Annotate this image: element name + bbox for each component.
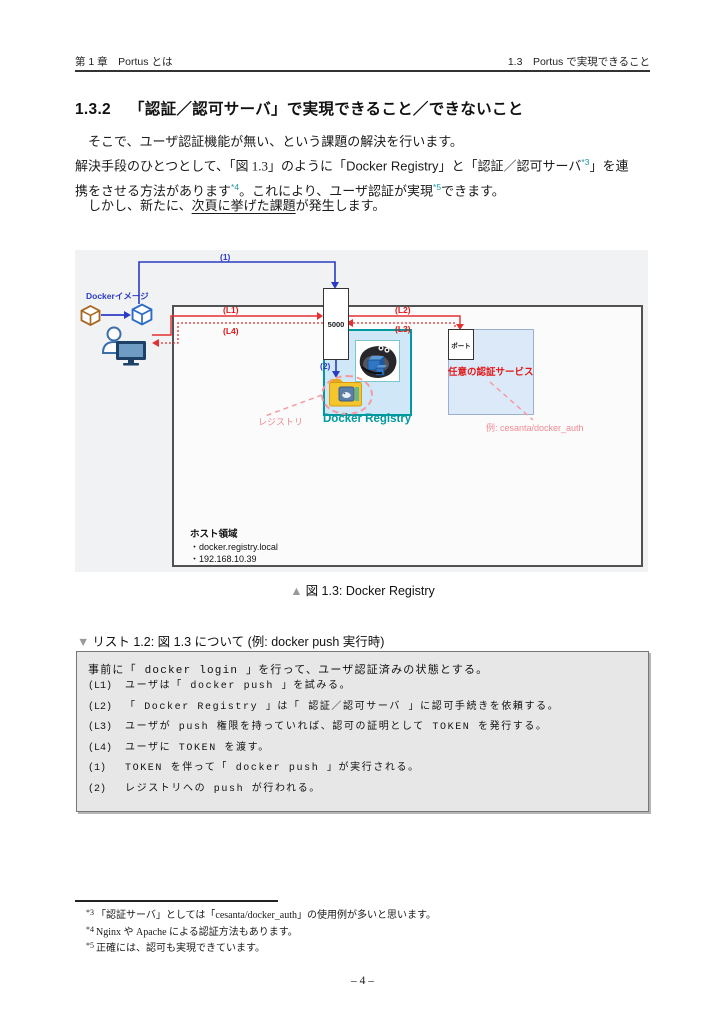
header-chapter: 第 1 章 Portus とは (75, 56, 173, 68)
listing-item: (L1) ユーザは「 docker push 」を試みる。 (88, 681, 352, 692)
paragraph-2-line-1: 解決手段のひとつとして、「図 1.3」のように「Docker Registry」… (75, 157, 629, 174)
host-line-2: ・192.168.10.39 (190, 554, 257, 564)
label-step-2: (2) (320, 361, 331, 371)
footnote-5-marker: *5 (86, 941, 94, 950)
listing-item: (L4) ユーザに TOKEN を渡す。 (88, 742, 270, 754)
footnote-ref-3: *3 (581, 157, 590, 167)
running-header: 第 1 章 Portus とは 1.3 Portus で実現できること (75, 54, 650, 69)
label-auth-example: 例: cesanta/docker_auth (486, 423, 584, 433)
listing-caption-triangle-icon: ▼ (77, 635, 90, 649)
footnote-rule (75, 900, 278, 902)
figure-caption-triangle-icon: ▲ (290, 584, 303, 598)
label-l2: (L2) (395, 305, 411, 315)
section-title: 「認証／認可サーバ」で実現できること／できないこと (128, 101, 524, 118)
label-l3: (L3) (395, 324, 411, 334)
host-line-1: ・docker.registry.local (190, 542, 278, 552)
paragraph-2: 解決手段のひとつとして、「図 1.3」のように「Docker Registry」… (75, 152, 653, 202)
listing-item: (L3) ユーザが push 権限を持っていれば、認可の証明として TOKEN … (88, 722, 548, 733)
registry-port-5000-box: 5000 (323, 288, 349, 360)
figure-docker-registry-diagram: 5000 ポート (75, 250, 648, 572)
footnotes: *3「認証サーバ」としては「cesanta/docker_auth」の使用例が多… (86, 906, 646, 956)
docker-image-cube-icon-source (80, 305, 101, 326)
listing-box: 事前に「 docker login 」を行って、ユーザ認証済みの状態とする。 (… (76, 651, 649, 812)
label-docker-registry: Docker Registry (323, 413, 412, 425)
label-l1: (L1) (223, 305, 239, 315)
listing-item: (L2) 「 Docker Registry 」は「 認証／認可サーバ 」に認可… (88, 701, 560, 713)
listing-caption: ▼リスト 1.2: 図 1.3 について (例: docker push 実行時… (77, 635, 385, 649)
header-section: 1.3 Portus で実現できること (507, 56, 650, 68)
paragraph-2-line-2: 携をさせる方法があります*4。これにより、ユーザ認証が実現*5できます。 (75, 181, 505, 199)
figure-caption: ▲図 1.3: Docker Registry (290, 584, 435, 598)
footnote-ref-5: *5 (433, 181, 442, 192)
underlined-phrase: 次頁に挙げた課題 (191, 198, 296, 213)
page-number: – 4 – (351, 975, 374, 987)
auth-port-box: ポート (448, 329, 474, 360)
label-docker-image: Dockerイメージ (86, 291, 149, 301)
label-auth-service: 任意の認証サービス (448, 367, 534, 378)
docker-registry-mascot-icon (355, 340, 400, 382)
footnote-ref-4: *4 (231, 181, 240, 192)
footnote-4-marker: *4 (86, 924, 94, 934)
paragraph-3: しかし、新たに、次頁に挙げた課題が発生します。 (88, 198, 386, 213)
docker-image-cube-icon-target (131, 303, 153, 326)
listing-item: (2) レジストリへの push が行われる。 (88, 783, 321, 795)
footnote-3: *3「認証サーバ」としては「cesanta/docker_auth」の使用例が多… (86, 908, 437, 921)
host-title: ホスト領域 (190, 529, 238, 540)
section-number: 1.3.2 (75, 101, 111, 118)
paragraph-1: そこで、ユーザ認証機能が無い、という課題の解決を行います。 (88, 134, 463, 149)
footnote-3-marker: *3 (86, 908, 94, 917)
label-step-1: (1) (220, 252, 231, 262)
person-at-computer-icon (101, 326, 146, 366)
label-l4: (L4) (223, 326, 239, 336)
listing-item: (1) TOKEN を伴って「 docker push 」が実行される。 (88, 763, 420, 774)
registry-highlight-ellipse (321, 375, 373, 415)
label-registry-annotation: レジストリ (258, 417, 304, 427)
host-area-labels: ホスト領域 ・docker.registry.local ・192.168.10… (190, 528, 278, 565)
section-heading: 1.3.2 「認証／認可サーバ」で実現できること／できないこと (75, 97, 524, 119)
header-rule (75, 70, 650, 72)
listing-intro: 事前に「 docker login 」を行って、ユーザ認証済みの状態とする。 (88, 665, 489, 677)
